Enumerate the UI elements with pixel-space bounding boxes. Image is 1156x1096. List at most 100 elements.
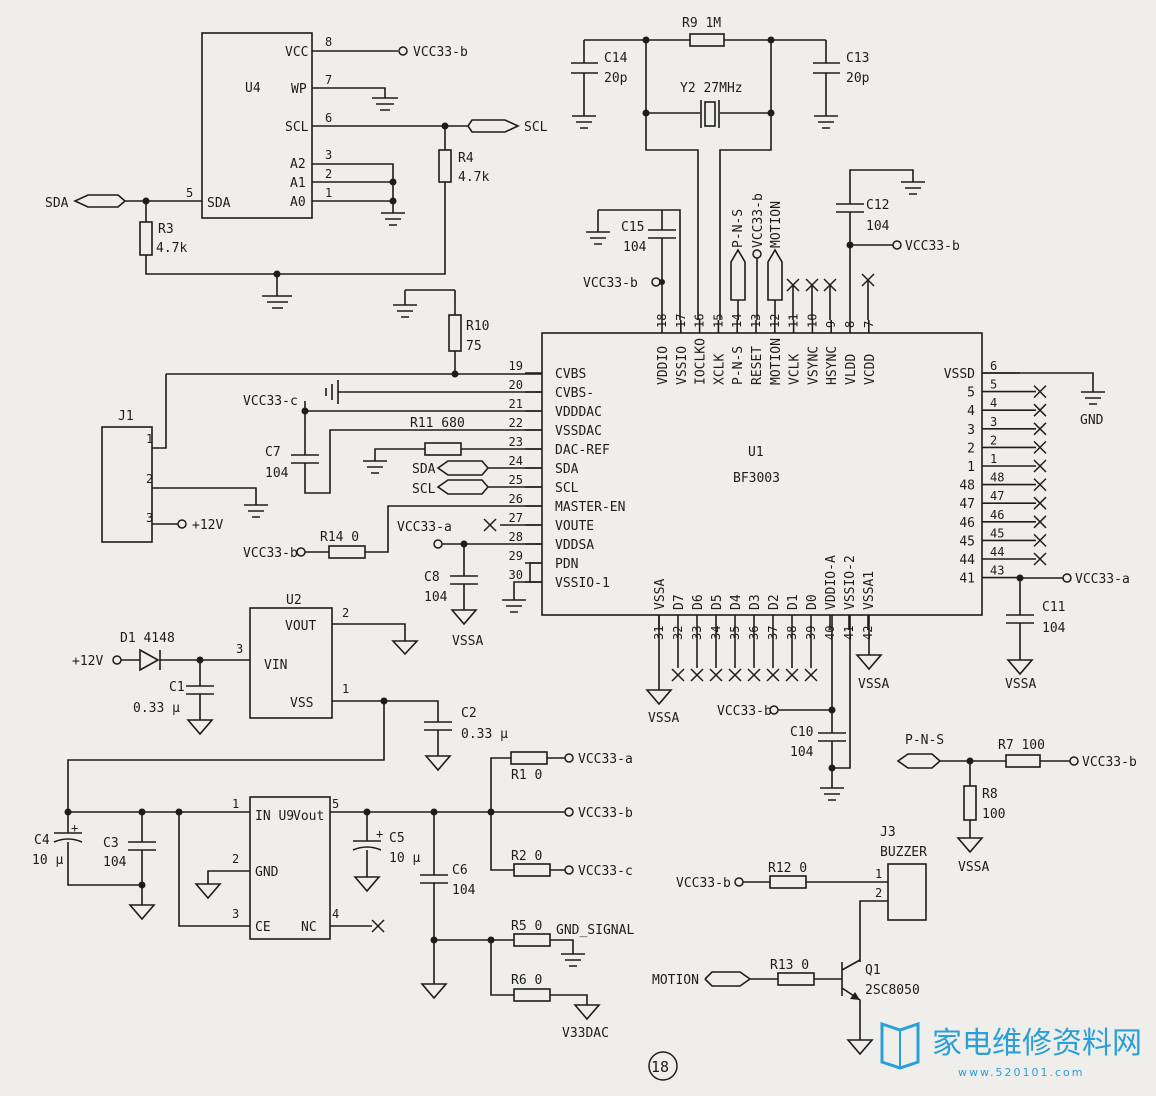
c7-label: C7 xyxy=(265,445,281,460)
u1-pin-num: 32 xyxy=(671,626,685,640)
r6-body xyxy=(513,988,551,1002)
u1-pin-num: 2 xyxy=(990,433,997,447)
c4-plus: + xyxy=(71,821,78,835)
u1-pin-num: 4 xyxy=(990,396,997,410)
u4-pinnum: 8 xyxy=(325,35,332,49)
y2-label: Y2 27MHz xyxy=(680,81,743,96)
u1-pin-num: 16 xyxy=(693,314,707,328)
c12-value: 104 xyxy=(866,219,890,234)
u1-pin-num: 5 xyxy=(990,378,997,392)
u1-pin-num: 14 xyxy=(730,314,744,328)
c13-value: 20p xyxy=(846,71,870,86)
u1-pin-label: IOCLKO xyxy=(694,338,709,385)
u1-pin-label: SDA xyxy=(555,462,579,477)
u1-pin-num: 28 xyxy=(509,530,523,544)
u4-pin-a0: A0 xyxy=(290,195,306,210)
watermark-url: www.520101.com xyxy=(958,1066,1084,1079)
r8-gnd: VSSA xyxy=(958,860,989,875)
r14-label: R14 0 xyxy=(320,530,359,545)
r13-body xyxy=(777,972,815,986)
u1-pin-num: 39 xyxy=(804,626,818,640)
r8-label: R8 xyxy=(982,787,998,802)
c8-gnd: VSSA xyxy=(452,634,483,649)
u9-pinnum: 4 xyxy=(332,907,339,921)
u1-pin-label: VDDDAC xyxy=(555,405,602,420)
d1-12v: +12V xyxy=(72,654,103,669)
c8-value: 104 xyxy=(424,590,448,605)
r6-label: R6 0 xyxy=(511,973,542,988)
u1-pin-label: 45 xyxy=(959,534,975,549)
u1-pin-num: 18 xyxy=(655,314,669,328)
u1-pin-label: 41 xyxy=(959,572,975,587)
j1-body xyxy=(101,426,153,543)
j1-pin: 1 xyxy=(146,432,153,446)
u1-pin-label: VSSIO-2 xyxy=(843,555,858,610)
c11-label: C11 xyxy=(1042,600,1065,615)
u9-label: IN U9 xyxy=(255,809,294,824)
u1-pin-label: VSSA1 xyxy=(862,571,877,610)
c4-label: C4 xyxy=(34,833,50,848)
j3-label: J3 xyxy=(880,825,896,840)
u1-pin-label: D4 xyxy=(729,594,744,610)
u1-pin-label: D1 xyxy=(786,594,801,610)
c2-value: 0.33 μ xyxy=(461,727,508,742)
j1-pin: 3 xyxy=(146,511,153,525)
r2-net: VCC33-c xyxy=(578,864,633,879)
u4-label: U4 xyxy=(245,81,261,96)
c6-label: C6 xyxy=(452,863,468,878)
j3-value: BUZZER xyxy=(880,845,927,860)
u1-pin-num: 29 xyxy=(509,549,523,563)
j1-pin: 2 xyxy=(146,472,153,486)
u1-pin-label: HSYNC xyxy=(825,346,840,385)
u2-pin-vss: VSS xyxy=(290,696,313,711)
u1-pin-num: 22 xyxy=(509,416,523,430)
c5-plus: + xyxy=(376,827,383,841)
u1-pin-label: VSSD xyxy=(944,367,975,382)
u4-scl-net: SCL xyxy=(524,120,548,135)
u1-pin-label: CVBS xyxy=(555,367,586,382)
u2-body xyxy=(249,607,333,719)
u1-body xyxy=(541,332,983,616)
vssd-gnd: GND xyxy=(1080,413,1104,428)
u1-pin-label: D0 xyxy=(805,594,820,610)
r13-label: R13 0 xyxy=(770,958,809,973)
u1-pin-label: RESET xyxy=(750,346,765,385)
r11-body xyxy=(424,442,462,456)
r10-body xyxy=(448,314,462,352)
u9-pinnum: 5 xyxy=(332,797,339,811)
u1-pin-num: 40 xyxy=(823,626,837,640)
u1-pin-num: 20 xyxy=(509,378,523,392)
r1-label: R1 0 xyxy=(511,768,542,783)
u1-pin-num: 35 xyxy=(728,626,742,640)
u1-pin-num: 7 xyxy=(862,321,876,328)
u1-bottom-pins: 31VSSA32D733D634D535D436D337D238D139D040… xyxy=(652,555,877,682)
c11-value: 104 xyxy=(1042,621,1066,636)
u1-pin-num: 10 xyxy=(805,314,819,328)
r9-label: R9 1M xyxy=(682,16,721,31)
c12-net: VCC33-b xyxy=(905,239,960,254)
u1-pin-label: D5 xyxy=(710,594,725,610)
u1-pin-num: 19 xyxy=(509,359,523,373)
u1-pin-num: 48 xyxy=(990,471,1004,485)
pin31-gnd: VSSA xyxy=(648,711,679,726)
j3-pin: 1 xyxy=(875,867,882,881)
c5-value: 10 μ xyxy=(389,851,420,866)
u9-pin-vout: Vout xyxy=(293,809,324,824)
j1-label: J1 xyxy=(118,409,134,424)
r9-body xyxy=(689,33,725,47)
u4-pinnum: 2 xyxy=(325,167,332,181)
u4-pin-vcc: VCC xyxy=(285,45,308,60)
c3-value: 104 xyxy=(103,855,127,870)
r12-label: R12 0 xyxy=(768,861,807,876)
u1-pin-num: 43 xyxy=(990,564,1004,578)
r5-body xyxy=(513,933,551,947)
u1-pin-label: 3 xyxy=(967,423,975,438)
u2-pin-vin: VIN xyxy=(264,658,287,673)
u9-pin-ce: CE xyxy=(255,920,271,935)
pns-net: P-N-S xyxy=(731,209,746,248)
u1-pin-label: VSYNC xyxy=(806,346,821,385)
u4-pinnum: 1 xyxy=(325,186,332,200)
r10-value: 75 xyxy=(466,339,482,354)
